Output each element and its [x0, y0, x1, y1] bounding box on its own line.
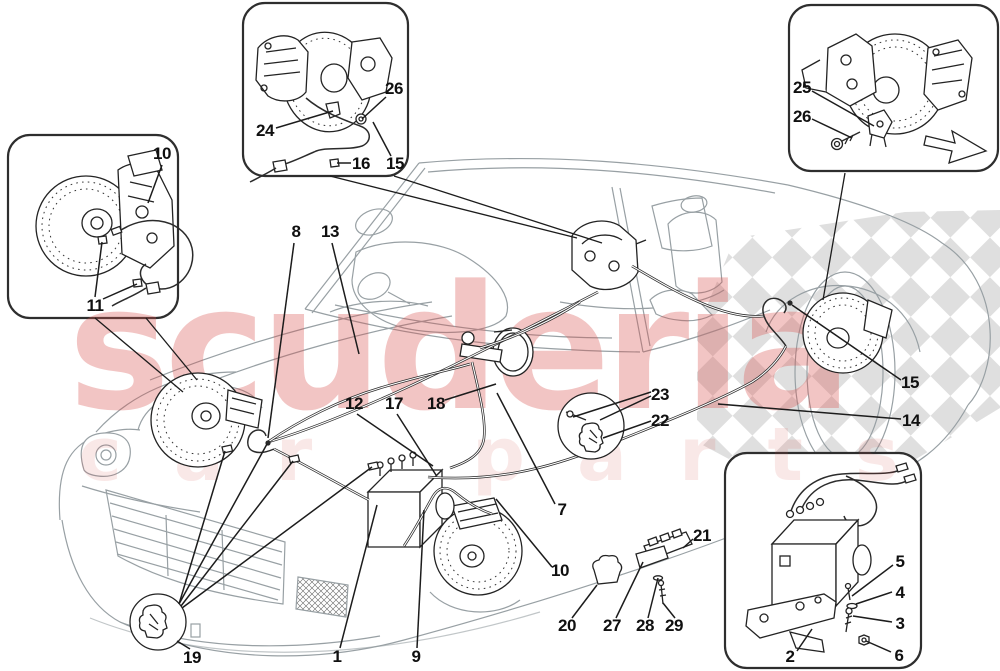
- inset-connectors: [94, 172, 846, 393]
- callout-10-front-detail: 10: [153, 144, 171, 163]
- callout-7: 7: [557, 500, 567, 519]
- leader-line-19: [180, 460, 294, 607]
- callout-19: 19: [183, 648, 201, 667]
- callout-28: 28: [636, 616, 654, 635]
- callout-5: 5: [895, 552, 905, 571]
- leader-line-23: [599, 395, 652, 421]
- callout-25: 25: [793, 78, 811, 97]
- leader-line-23: [572, 391, 652, 418]
- clip-and-bracket-parts: [592, 528, 693, 605]
- callout-14: 14: [902, 411, 920, 430]
- front-left-brake: [150, 372, 263, 468]
- callout-27: 27: [603, 616, 621, 635]
- abs-module: [366, 451, 455, 549]
- inset-caliper-sensor-content: [249, 31, 393, 183]
- leader-line-13: [331, 242, 360, 355]
- callout-29: 29: [665, 616, 683, 635]
- leader-line-11: [102, 283, 138, 300]
- callout-8: 8: [291, 222, 301, 241]
- leader-line-19: [176, 640, 191, 650]
- callout-15-rear-wheel: 15: [901, 373, 919, 392]
- car-outline: [58, 157, 991, 657]
- leader-line-6: [865, 640, 892, 653]
- leader-line-26-caliper-detail: [361, 96, 387, 120]
- callout-12: 12: [345, 394, 363, 413]
- leader-line-3: [852, 615, 893, 623]
- callout-1: 1: [332, 647, 342, 666]
- direction-arrow-icon: [923, 129, 988, 164]
- leader-line-4: [855, 591, 893, 605]
- callout-23: 23: [651, 385, 669, 404]
- callout-6: 6: [894, 646, 904, 665]
- leader-line-15-caliper-detail: [372, 121, 392, 157]
- callout-18: 18: [427, 394, 445, 413]
- leader-line-26-rear-detail: [811, 118, 853, 139]
- leader-line-24: [275, 110, 334, 129]
- leader-line-9: [416, 509, 425, 649]
- leader-line-2: [796, 628, 813, 652]
- front-right-brake: [433, 497, 523, 596]
- callout-24: 24: [256, 121, 274, 140]
- leader-line-15-rear-wheel: [791, 304, 902, 381]
- callout-2: 2: [785, 647, 795, 666]
- leader-line-11: [94, 241, 103, 298]
- callout-15-caliper-detail: 15: [386, 154, 404, 173]
- callout-22: 22: [651, 411, 669, 430]
- clip-detail-circle-19: [129, 593, 187, 651]
- callout-leader-lines: [94, 90, 902, 653]
- leader-line-8: [267, 242, 295, 439]
- callout-26-rear-detail: 26: [793, 107, 811, 126]
- leader-line-22: [602, 420, 652, 439]
- leader-line-14: [717, 403, 902, 420]
- inset-rear-bracket-content: [801, 33, 988, 164]
- leader-line-10-front-detail: [147, 164, 163, 204]
- brake-pipes: [221, 264, 793, 547]
- leader-line-17: [396, 413, 437, 476]
- leader-line-27: [615, 561, 644, 619]
- leader-line-18: [444, 383, 497, 401]
- leader-line-19: [181, 466, 373, 609]
- leader-line-5: [851, 564, 894, 597]
- callout-16: 16: [352, 154, 370, 173]
- leader-line-29: [662, 602, 676, 619]
- callout-4: 4: [895, 583, 905, 602]
- leader-line-10-front-wheel: [495, 498, 553, 568]
- callout-13: 13: [321, 222, 339, 241]
- leader-line-20: [571, 584, 598, 619]
- leader-line-12: [356, 413, 434, 467]
- inset-abs-unit-content: [745, 462, 917, 653]
- leader-line-7: [496, 392, 556, 505]
- leader-line-21: [682, 538, 694, 549]
- callout-11: 11: [86, 296, 104, 315]
- clip-detail-circle-22-23: [557, 392, 625, 460]
- leader-line-19: [178, 450, 226, 605]
- callout-9: 9: [411, 647, 421, 666]
- callout-21: 21: [693, 526, 711, 545]
- leader-line-28: [647, 577, 659, 619]
- leader-line-25: [811, 90, 875, 127]
- inset-front-brake-content: [35, 149, 194, 307]
- callout-20: 20: [558, 616, 576, 635]
- leader-line-1: [339, 504, 378, 649]
- leader-line-19: [178, 443, 268, 605]
- callout-17: 17: [385, 394, 403, 413]
- callout-3: 3: [895, 614, 905, 633]
- callout-26-caliper-detail: 26: [385, 79, 403, 98]
- callout-10-front-wheel: 10: [551, 561, 569, 580]
